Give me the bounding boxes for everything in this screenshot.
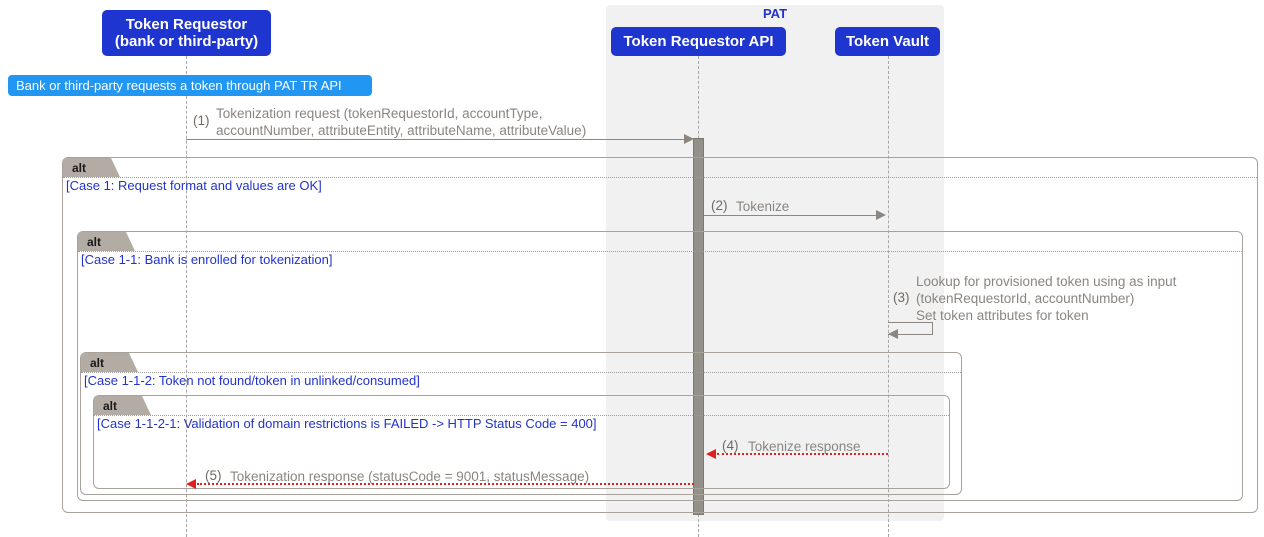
fragment-alt-1-1	[77, 231, 1243, 501]
participant-token-requestor-line2: (bank or third-party)	[114, 33, 259, 50]
message-1-number: (1)	[193, 113, 210, 128]
message-3-label-line2: (tokenRequestorId, accountNumber)	[916, 291, 1135, 306]
fragment-alt-1-1-2-tab: alt	[81, 353, 138, 372]
lifeline-token-vault	[888, 56, 889, 537]
message-2-line	[704, 215, 876, 216]
message-2-label-line1: Tokenize	[736, 199, 790, 214]
message-5-arrowhead	[186, 479, 196, 489]
message-2-arrowhead	[876, 210, 886, 220]
fragment-alt-1-1-tab: alt	[78, 232, 135, 251]
fragment-alt-1-condition: [Case 1: Request format and values are O…	[66, 178, 322, 193]
message-1-line	[186, 139, 686, 140]
message-3-label-line1: Lookup for provisioned token using as in…	[916, 274, 1177, 289]
message-4-label-line1: Tokenize response	[748, 439, 861, 454]
fragment-alt-1-1-2-1	[93, 395, 950, 489]
fragment-alt-1-1-2-condition: [Case 1-1-2: Token not found/token in un…	[84, 373, 420, 388]
fragment-alt-1-tab: alt	[63, 158, 120, 177]
participant-token-vault-line1: Token Vault	[845, 32, 930, 50]
message-4-number: (4)	[722, 438, 739, 453]
message-4-line	[717, 453, 888, 455]
message-1-label-line2: accountNumber, attributeEntity, attribut…	[216, 123, 587, 138]
fragment-alt-1-1-2-separator	[81, 372, 961, 373]
fragment-alt-1-1-2-1-condition: [Case 1-1-2-1: Validation of domain rest…	[97, 416, 597, 431]
fragment-alt-1-1-2-1-tab: alt	[94, 396, 151, 415]
message-1-arrowhead	[684, 134, 694, 144]
message-3-self-loop	[888, 322, 933, 335]
message-3-number: (3)	[893, 290, 910, 305]
participant-token-requestor-line1: Token Requestor	[125, 15, 248, 33]
message-2-number: (2)	[711, 198, 728, 213]
message-3-label-line3: Set token attributes for token	[916, 308, 1089, 323]
message-1-label-line1: Tokenization request (tokenRequestorId, …	[216, 106, 543, 121]
participant-token-requestor-api[interactable]: Token Requestor API	[611, 27, 786, 56]
participant-token-requestor-api-line1: Token Requestor API	[623, 32, 774, 50]
group-box-pat	[606, 5, 944, 521]
message-5-label-line1: Tokenization response (statusCode = 9001…	[230, 469, 590, 484]
lifeline-token-requestor	[186, 56, 187, 537]
participant-token-requestor[interactable]: Token Requestor (bank or third-party)	[102, 10, 271, 56]
message-5-line	[197, 483, 694, 485]
fragment-alt-1-1-separator	[78, 251, 1242, 252]
group-title-pat: PAT	[762, 6, 788, 21]
message-5-number: (5)	[205, 468, 222, 483]
message-3-arrowhead	[888, 329, 898, 339]
message-4-arrowhead	[706, 449, 716, 459]
fragment-alt-1-separator	[63, 177, 1257, 178]
fragment-alt-1-1-2	[80, 352, 962, 495]
divider-note: Bank or third-party requests a token thr…	[8, 75, 372, 96]
participant-token-vault[interactable]: Token Vault	[835, 27, 940, 56]
fragment-alt-1-1-condition: [Case 1-1: Bank is enrolled for tokeniza…	[81, 252, 333, 267]
fragment-alt-1-1-2-1-separator	[94, 415, 949, 416]
fragment-alt-1	[62, 157, 1258, 513]
activation-bar-token-requestor-api	[693, 138, 704, 515]
